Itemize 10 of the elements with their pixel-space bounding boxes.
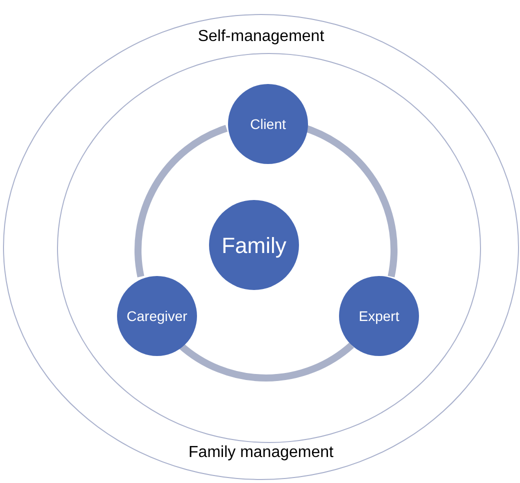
- ellipse-label: Family management: [188, 443, 334, 463]
- node-label: Expert: [358, 306, 400, 326]
- node-label: Family: [222, 232, 286, 260]
- ring-arc: [134, 125, 228, 278]
- ellipse: [3, 14, 519, 480]
- ellipse-label: Self-management: [196, 27, 326, 47]
- ring-arc: [178, 342, 354, 382]
- node-label: Client: [250, 114, 286, 134]
- ellipse: [57, 53, 481, 443]
- node-label: Caregiver: [126, 306, 188, 326]
